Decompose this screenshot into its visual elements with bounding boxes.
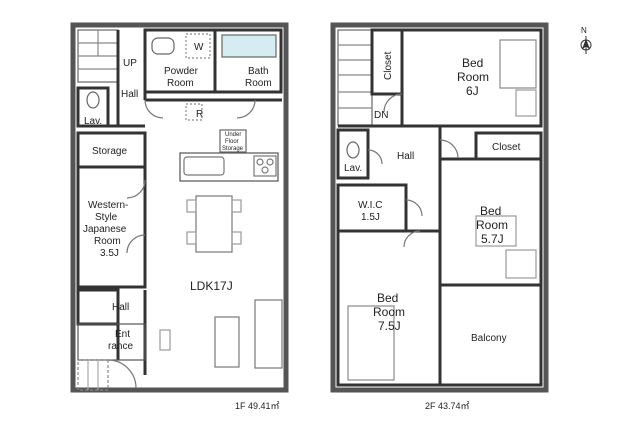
floor-2-area: 2F 43.74㎡ [425, 401, 470, 411]
bath-room-label-2: Room [245, 78, 272, 89]
bedroom-5-7j-label-3: 5.7J [481, 232, 504, 246]
under-floor-label-3: Storage [222, 146, 244, 152]
r-label: R [196, 109, 203, 120]
floor-2-stairs [337, 29, 373, 126]
balcony [438, 283, 543, 387]
western-label-4: Room [94, 236, 121, 247]
bath-room [213, 28, 283, 94]
bedroom-5-7j-label-2: Room [476, 218, 508, 232]
floor-1-outer-wall [70, 22, 289, 393]
floor-2-outer-wall [330, 22, 549, 393]
floor-1-plan [70, 22, 289, 393]
balcony-label: Balcony [471, 333, 507, 344]
lav-2f [336, 128, 370, 180]
powder-room-label-1: Powder [164, 66, 199, 77]
western-label-1: Western- [88, 200, 128, 211]
western-label-5: 3.5J [100, 248, 119, 259]
low-table [214, 316, 240, 368]
under-floor-label-1: Under [225, 132, 241, 138]
w-label: W [194, 42, 204, 53]
wic-label-2: 1.5J [361, 212, 380, 223]
lav-2f-label: Lav. [344, 163, 362, 174]
entrance-label-1: Ent [115, 329, 130, 340]
compass-icon [580, 36, 592, 54]
floor-2-plan [330, 22, 549, 393]
powder-room-label-2: Room [167, 78, 194, 89]
hall-2f-label: Hall [397, 151, 414, 162]
closet-left-label: Closet [383, 51, 394, 80]
floor-1-area: 1F 49.41㎡ [235, 401, 280, 411]
entrance-label-2: rance [108, 341, 133, 352]
hall-bottom-label: Hall [112, 302, 129, 313]
under-floor-label-2: Floor [225, 139, 239, 145]
bedroom-6j [400, 28, 543, 128]
closet-right-label: Closet [492, 142, 521, 153]
bedroom-6j-label-2: Room [457, 70, 489, 84]
up-label: UP [123, 58, 137, 69]
western-label-3: Japanese [83, 224, 127, 235]
bedroom-6j-label-1: Bed [462, 56, 483, 70]
bath-room-label-1: Bath [248, 66, 269, 77]
western-label-2: Style [95, 212, 118, 223]
dn-label: DN [374, 110, 388, 121]
western-style-room [76, 165, 147, 289]
hall-top-label: Hall [121, 89, 138, 100]
compass-label: N [581, 26, 587, 35]
bedroom-7-5j-label-2: Room [373, 305, 405, 319]
wic-label-1: W.I.C [358, 200, 382, 211]
ldk-label: LDK17J [190, 279, 233, 293]
bedroom-7-5j-label-1: Bed [377, 291, 398, 305]
bedroom-6j-label-3: 6J [466, 84, 479, 98]
sofa [254, 299, 283, 369]
lav-1f-label: Lav. [84, 116, 102, 127]
bedroom-5-7j-label-1: Bed [480, 204, 501, 218]
dining-table [195, 195, 233, 253]
storage-label: Storage [92, 146, 127, 157]
bedroom-7-5j-label-3: 7.5J [378, 319, 401, 333]
